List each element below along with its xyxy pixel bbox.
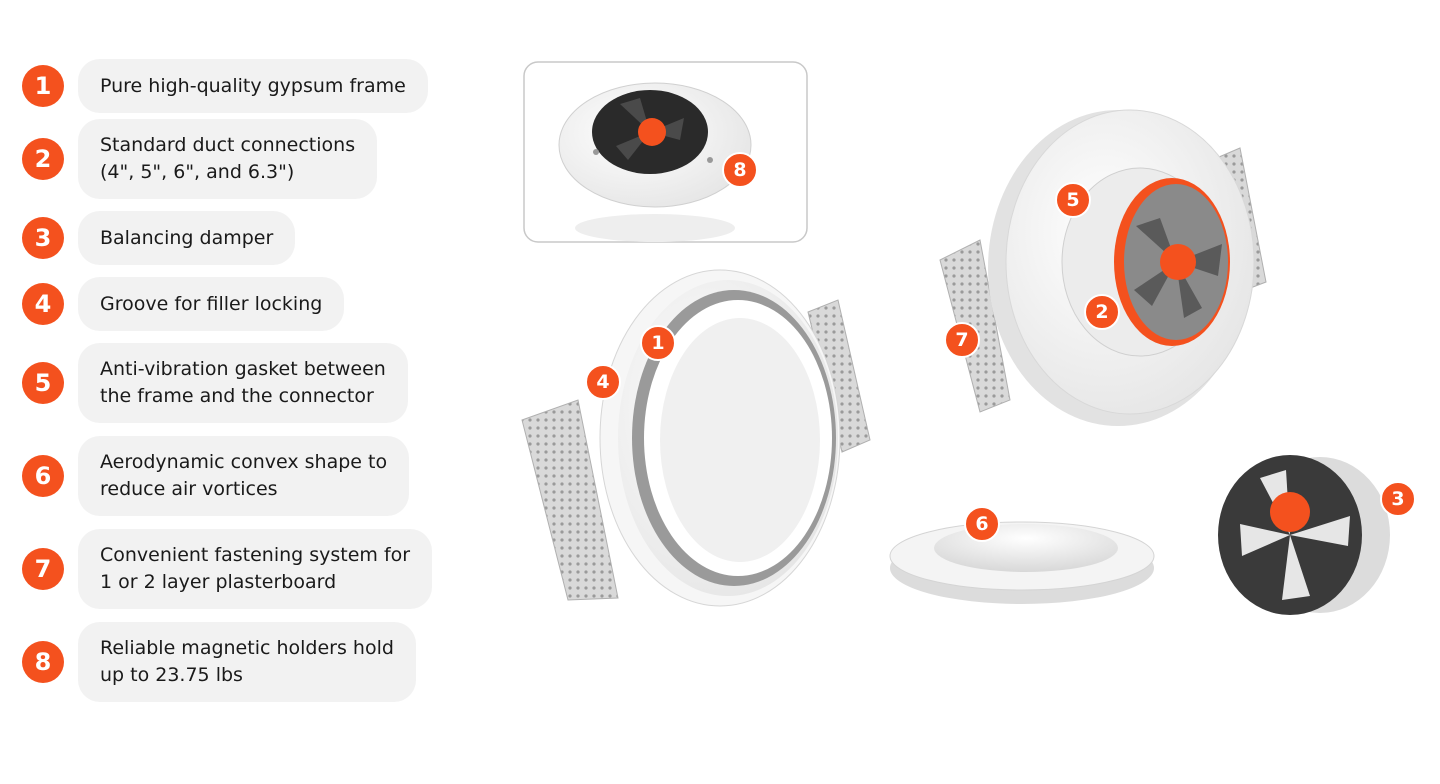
marker-1: 1 [640, 325, 676, 361]
feature-5: 5 Anti-vibration gasket between the fram… [22, 343, 408, 423]
feature-label-line: Anti-vibration gasket between [100, 358, 386, 380]
feature-label-line: Pure high-quality gypsum frame [100, 74, 406, 97]
feature-label-line: Balancing damper [100, 226, 274, 249]
feature-6: 6 Aerodynamic convex shape to reduce air… [22, 436, 410, 516]
marker-8: 8 [722, 152, 758, 188]
feature-number-badge: 8 [22, 641, 64, 683]
marker-6: 6 [964, 506, 1000, 542]
feature-3: 3 Balancing damper [22, 211, 296, 265]
feature-1: 1 Pure high-quality gypsum frame [22, 59, 428, 113]
feature-label: Balancing damper [78, 211, 296, 265]
feature-label-line: reduce air vortices [100, 478, 278, 500]
feature-label: Convenient fastening system for 1 or 2 l… [78, 529, 433, 609]
product-svg [521, 61, 1390, 615]
feature-label-line: Groove for filler locking [100, 292, 323, 315]
feature-label: Anti-vibration gasket between the frame … [78, 343, 408, 423]
feature-number-badge: 1 [22, 65, 64, 107]
round-diffuser-rear [939, 109, 1267, 426]
feature-label: Groove for filler locking [78, 277, 345, 331]
feature-label-line: Aerodynamic convex shape to [100, 451, 388, 473]
feature-label-line: Standard duct connections [100, 134, 356, 156]
feature-number-badge: 2 [22, 138, 64, 180]
feature-label: Pure high-quality gypsum frame [78, 59, 428, 113]
feature-number-badge: 3 [22, 217, 64, 259]
marker-5: 5 [1055, 182, 1091, 218]
balancing-damper [1218, 455, 1390, 615]
feature-8: 8 Reliable magnetic holders hold up to 2… [22, 622, 416, 702]
product-illustration: 8 1 4 5 2 7 6 3 [470, 0, 1440, 780]
feature-number-badge: 5 [22, 362, 64, 404]
feature-label: Reliable magnetic holders hold up to 23.… [78, 622, 416, 702]
feature-number-badge: 4 [22, 283, 64, 325]
feature-list: 1 Pure high-quality gypsum frame 2 Stand… [0, 0, 460, 780]
feature-label-line: (4", 5", 6", and 6.3") [100, 161, 295, 183]
feature-label-line: the frame and the connector [100, 385, 374, 407]
marker-7: 7 [944, 322, 980, 358]
feature-label: Aerodynamic convex shape to reduce air v… [78, 436, 410, 516]
feature-4: 4 Groove for filler locking [22, 277, 345, 331]
flat-diffuser [889, 521, 1155, 604]
feature-label: Standard duct connections (4", 5", 6", a… [78, 119, 378, 199]
feature-label-line: Convenient fastening system for [100, 544, 411, 566]
inset-magnet-view [523, 61, 808, 243]
round-diffuser-front [521, 269, 871, 607]
marker-2: 2 [1084, 294, 1120, 330]
feature-number-badge: 6 [22, 455, 64, 497]
feature-number-badge: 7 [22, 548, 64, 590]
feature-label-line: 1 or 2 layer plasterboard [100, 571, 337, 593]
marker-3: 3 [1380, 481, 1416, 517]
feature-label-line: Reliable magnetic holders hold [100, 637, 394, 659]
feature-label-line: up to 23.75 lbs [100, 664, 243, 686]
feature-7: 7 Convenient fastening system for 1 or 2… [22, 529, 433, 609]
marker-4: 4 [585, 364, 621, 400]
feature-2: 2 Standard duct connections (4", 5", 6",… [22, 119, 378, 199]
